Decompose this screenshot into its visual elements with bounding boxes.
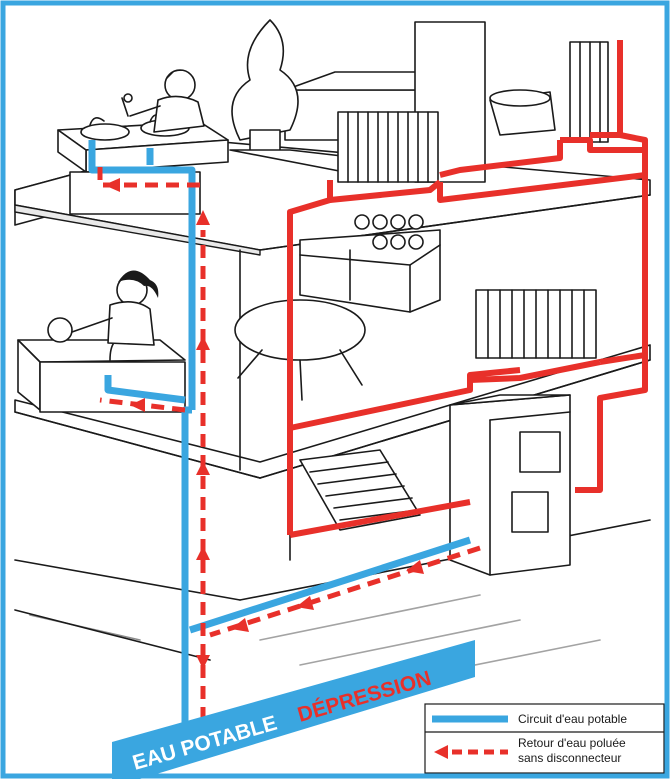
kitchen-cabinet [299,214,441,313]
legend: Circuit d'eau potable Retour d'eau polué… [424,703,665,774]
radiator-upper-left [337,111,439,183]
legend-label-potable: Circuit d'eau potable [518,712,627,726]
legend-label-polluted-2: sans disconnecteur [518,751,621,765]
legend-arrow-icon [434,745,448,759]
round-table [234,299,366,401]
kitchen-sink-unit [17,317,186,413]
base-pipe-band: EAU POTABLE DÉPRESSION [112,640,475,779]
radiator-middle [475,289,597,359]
boy-figure [121,69,205,133]
woman-figure [71,270,159,346]
polluted-return-circuit [97,165,481,720]
heating-circuit [287,40,648,538]
staircase [299,449,421,531]
legend-label-polluted-1: Retour d'eau poluée [518,736,626,750]
radiator-upper-right [569,41,609,143]
boiler [449,394,571,576]
